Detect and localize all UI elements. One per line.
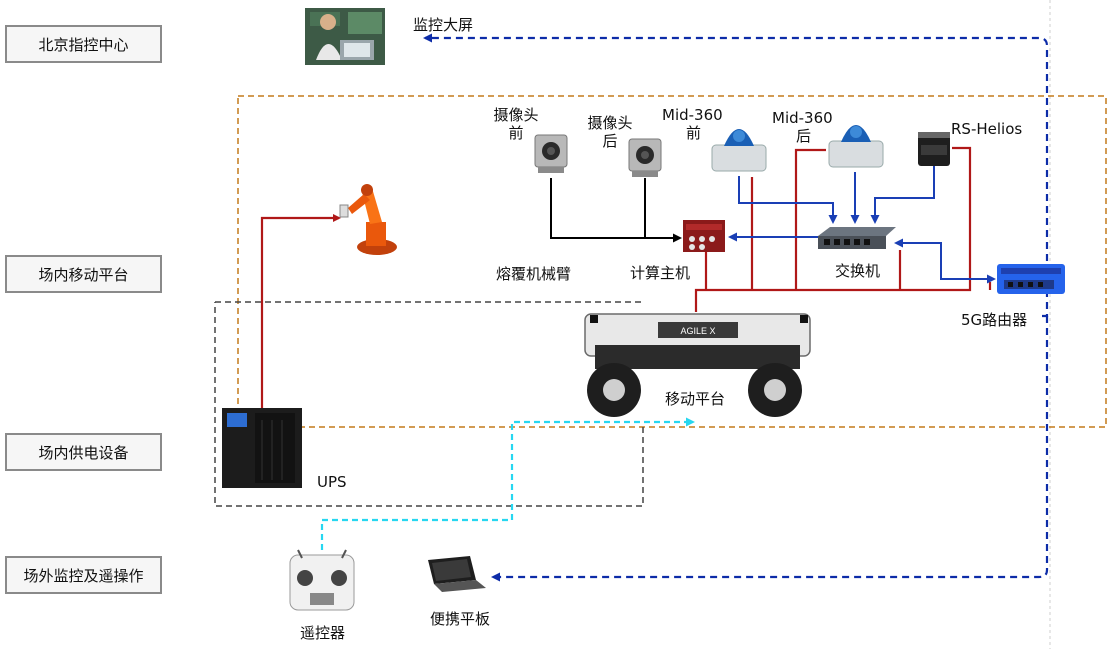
tablet-image: [428, 556, 486, 592]
camera-front-label-line1: 摄像头: [493, 106, 539, 124]
camera-rear-label-line1: 摄像头: [587, 114, 633, 132]
ups-image: [222, 408, 302, 488]
net-mid360-front: [738, 176, 838, 224]
net-rs-helios: [870, 166, 935, 224]
mid360-rear-label-line1: Mid-360: [772, 109, 833, 127]
welding-arm-label: 熔覆机械臂: [496, 265, 572, 283]
computer-label: 计算主机: [630, 264, 691, 282]
mobile-platform-image: AGILE X: [584, 313, 811, 417]
category-remote-operation: 场外监控及遥操作: [5, 556, 162, 594]
computer-image: [683, 220, 725, 252]
scene-boundary: [237, 95, 1107, 428]
remote-controller-image: [289, 549, 355, 611]
camera-rear-label-line2: 后: [602, 132, 618, 150]
router-label: 5G路由器: [961, 311, 1028, 329]
power-ups-to-arm: [260, 214, 341, 408]
camera-front-label: 摄像头 前: [486, 106, 546, 142]
camera-rear-image: [628, 138, 662, 177]
mid360-rear-label-line2: 后: [796, 127, 812, 145]
mid360-front-label-line1: Mid-360: [662, 106, 723, 124]
mid360-rear-image: [828, 125, 884, 168]
platform-label: 移动平台: [665, 390, 726, 408]
rs-helios-label: RS-Helios: [951, 120, 1023, 138]
cable-cam-front: [550, 178, 682, 243]
welding-arm-image: [339, 184, 397, 255]
power-mid360-rear: [794, 148, 826, 290]
monitor-label: 监控大屏: [413, 16, 474, 34]
mid360-front-label-line2: 前: [686, 124, 702, 142]
power-zone-boundary: [214, 301, 645, 507]
switch-label: 交换机: [835, 262, 881, 280]
mid360-front-image: [711, 129, 767, 172]
link-remote-to-platform: [320, 417, 695, 550]
mid360-front-label: Mid-360 前: [662, 106, 723, 142]
category-mobile-platform: 场内移动平台: [5, 255, 162, 293]
link-router-to-tablet: [491, 316, 1049, 582]
router-image: [997, 264, 1065, 294]
net-switch-router: [894, 238, 996, 284]
power-bus: [694, 146, 972, 312]
category-beijing-command: 北京指控中心: [5, 25, 162, 63]
camera-front-image: [534, 134, 568, 173]
remote-label: 遥控器: [300, 624, 346, 642]
camera-rear-label: 摄像头 后: [580, 114, 640, 150]
category-power-equipment: 场内供电设备: [5, 433, 162, 471]
switch-image: [818, 227, 896, 249]
camera-front-label-line2: 前: [508, 124, 524, 142]
platform-logo: AGILE X: [680, 326, 715, 336]
monitor-screen-image: [305, 8, 385, 65]
ups-label: UPS: [317, 473, 347, 491]
link-router-to-monitor: [423, 33, 1049, 318]
mid360-rear-label: Mid-360 后: [772, 109, 833, 145]
tablet-label: 便携平板: [430, 610, 491, 628]
rs-helios-image: [918, 132, 950, 166]
